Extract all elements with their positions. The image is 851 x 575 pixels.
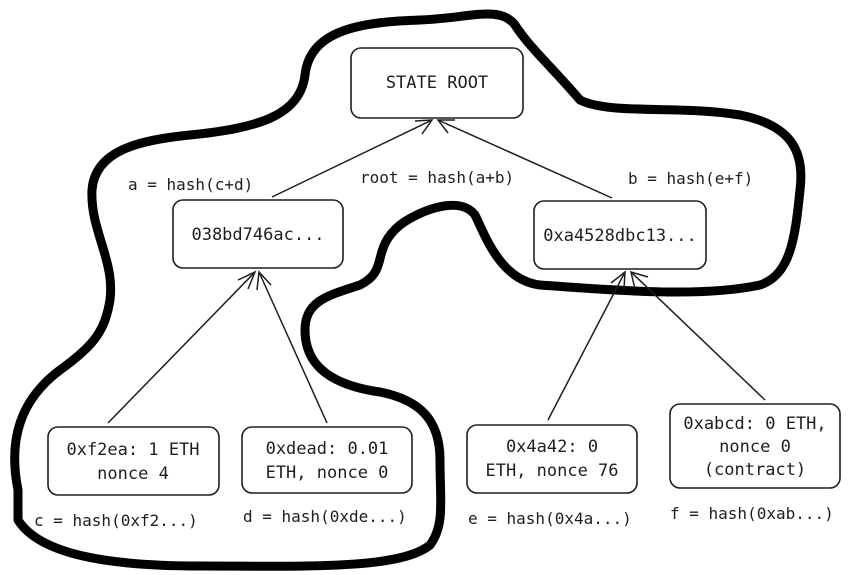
leaf-f-line-1: 0xabcd: 0 ETH, xyxy=(683,414,826,434)
node-b: 0xa4528dbc13... xyxy=(533,200,707,270)
edge-b-to-root xyxy=(437,119,613,199)
leaf-f-line-2: nonce 0 xyxy=(719,437,791,457)
label-a: a = hash(c+d) xyxy=(128,175,253,194)
leaf-d-box xyxy=(241,426,413,494)
leaf-c-line-2: nonce 4 xyxy=(97,464,169,484)
edges-group xyxy=(107,119,766,424)
leaf-c-line-1: 0xf2ea: 1 ETH xyxy=(66,440,199,460)
edge-f-to-b xyxy=(630,271,766,401)
node-state-root-box xyxy=(350,47,524,119)
edge-a-to-root xyxy=(271,119,433,198)
arrowhead-c-to-a xyxy=(237,270,257,290)
leaf-f-box xyxy=(669,403,841,489)
node-a-label: 038bd746ac... xyxy=(191,225,324,245)
leaf-f-line-3: (contract) xyxy=(704,460,806,480)
node-a: 038bd746ac... xyxy=(172,199,344,269)
edge-c-to-a xyxy=(107,271,256,424)
hash-labels: a = hash(c+d) root = hash(a+b) b = hash(… xyxy=(34,168,834,530)
leaf-e-box xyxy=(466,424,638,494)
node-a-box xyxy=(172,199,344,269)
leaf-f: 0xabcd: 0 ETH, nonce 0 (contract) xyxy=(669,403,841,489)
edge-e-to-b xyxy=(547,271,626,421)
leaf-e-line-2: ETH, nonce 76 xyxy=(485,461,618,481)
label-c: c = hash(0xf2...) xyxy=(34,511,198,530)
label-e: e = hash(0x4a...) xyxy=(468,509,632,528)
arrowhead-b-to-root xyxy=(436,119,455,134)
leaf-d-line-1: 0xdead: 0.01 xyxy=(266,439,389,459)
node-state-root-label: STATE ROOT xyxy=(386,73,488,93)
label-root: root = hash(a+b) xyxy=(360,168,514,187)
label-f: f = hash(0xab...) xyxy=(670,504,834,523)
node-b-box xyxy=(533,200,707,270)
leaf-c-box xyxy=(47,426,220,496)
leaf-d: 0xdead: 0.01 ETH, nonce 0 xyxy=(241,426,413,494)
edge-d-to-a xyxy=(258,271,328,424)
arrowhead-a-to-root xyxy=(414,119,434,135)
leaf-c: 0xf2ea: 1 ETH nonce 4 xyxy=(47,426,220,496)
arrowhead-f-to-b xyxy=(629,270,649,290)
leaf-e: 0x4a42: 0 ETH, nonce 76 xyxy=(466,424,638,494)
node-state-root: STATE ROOT xyxy=(350,47,524,119)
leaf-d-line-2: ETH, nonce 0 xyxy=(266,463,389,483)
leaf-e-line-1: 0x4a42: 0 xyxy=(506,437,598,457)
arrowhead-e-to-b xyxy=(610,270,626,290)
highlight-outline xyxy=(10,9,806,571)
label-b: b = hash(e+f) xyxy=(628,169,753,188)
arrowhead-d-to-a xyxy=(256,270,272,291)
label-d: d = hash(0xde...) xyxy=(243,507,407,526)
node-b-label: 0xa4528dbc13... xyxy=(543,226,697,246)
